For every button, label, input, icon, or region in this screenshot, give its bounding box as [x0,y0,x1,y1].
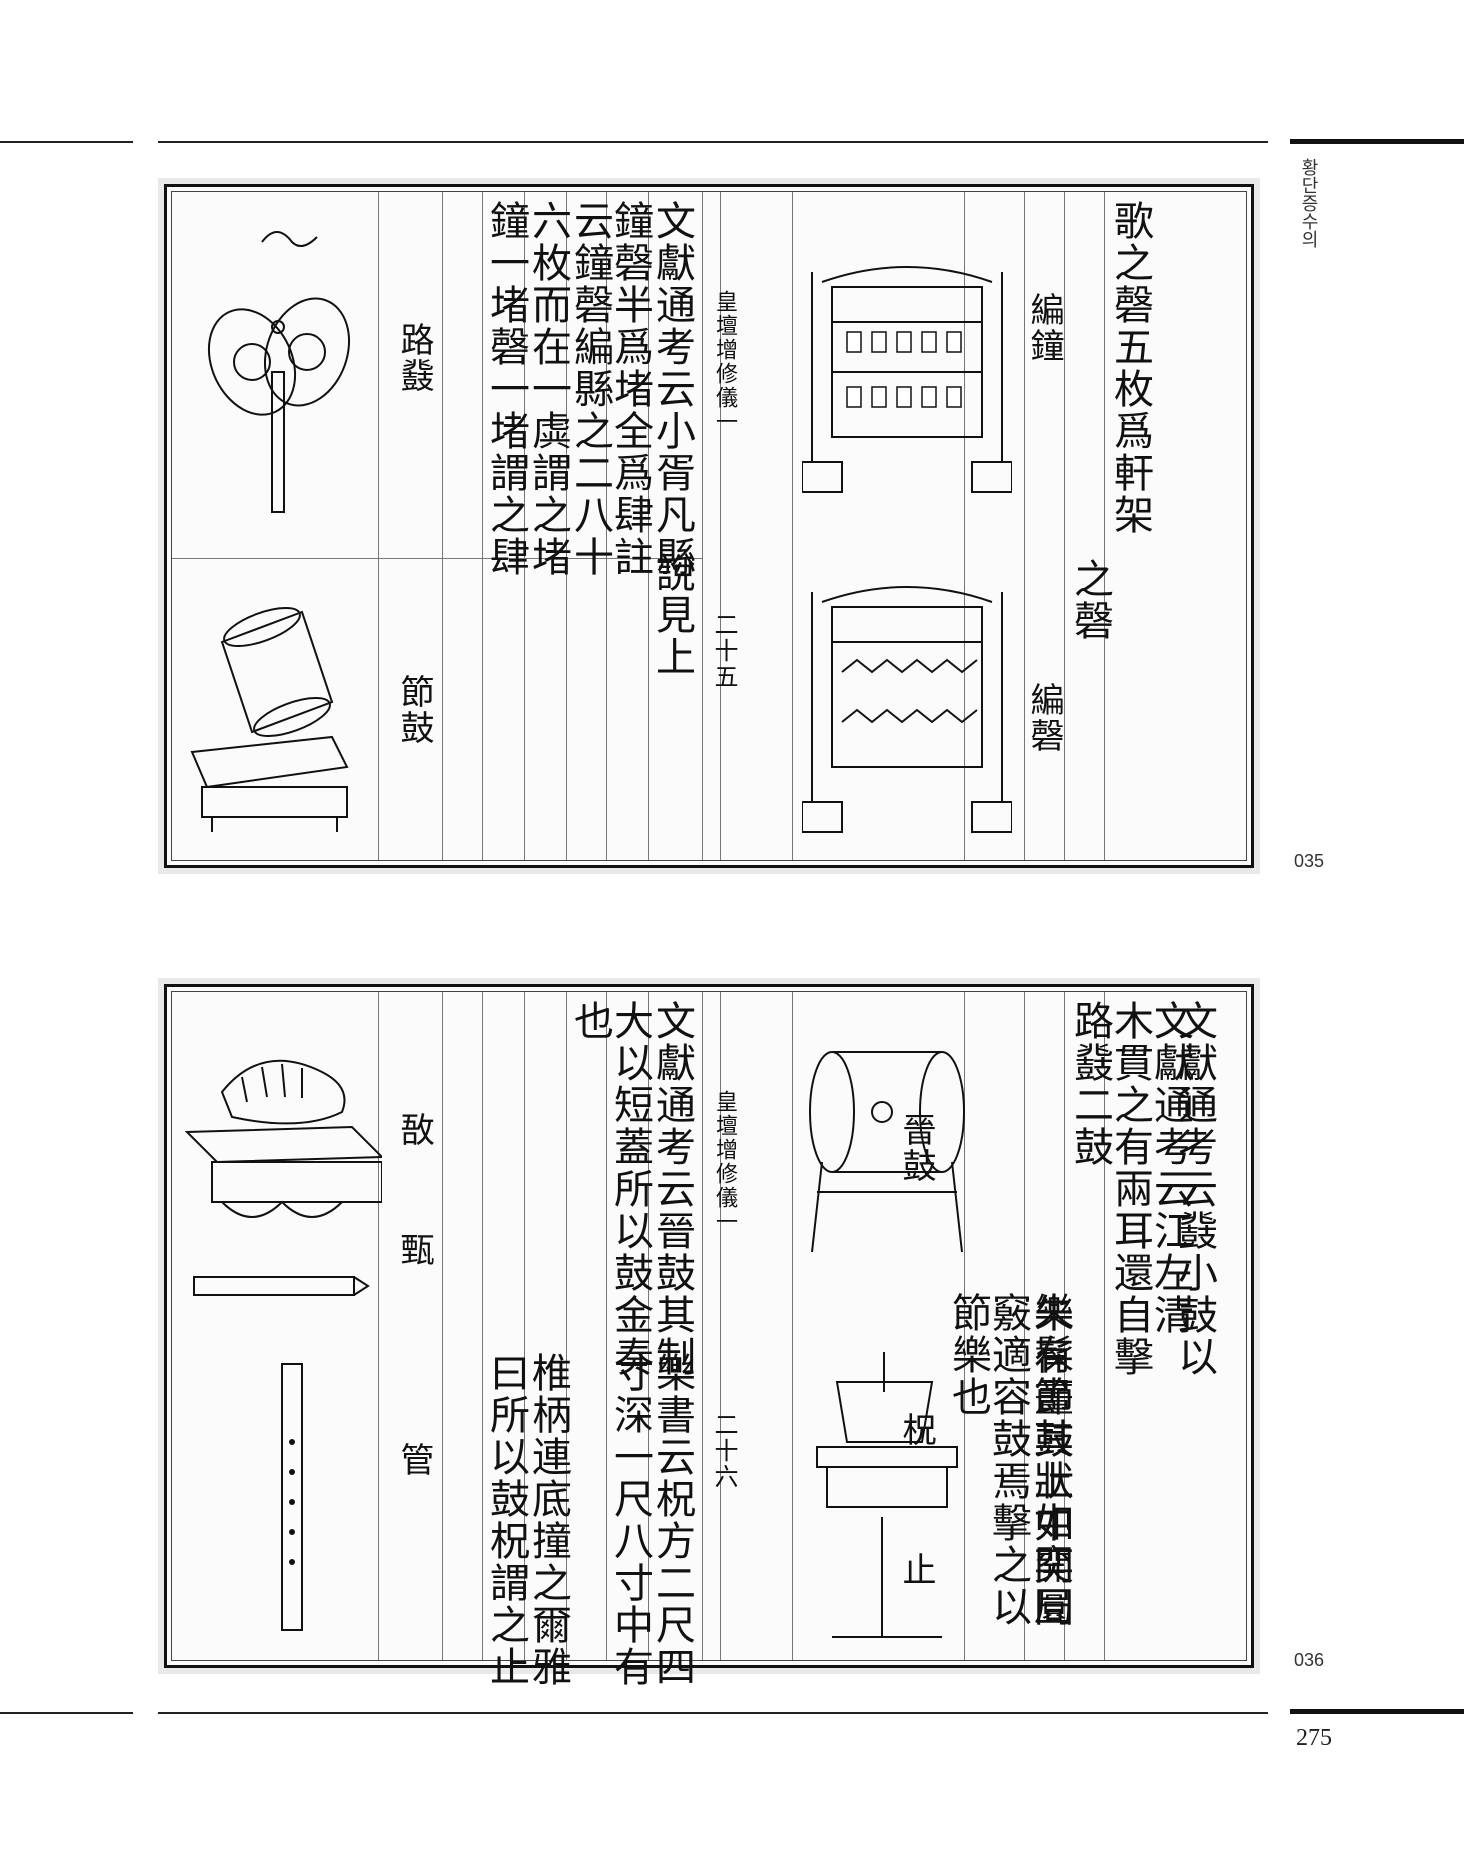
bottom-right-text-2: 樂有節鼓狀如奕局 [1027,1292,1073,1628]
figure-number-top: 035 [1294,851,1325,871]
column-line [964,192,965,860]
column-line [1024,992,1025,1660]
column-line [442,992,443,1660]
bottom-right-text-6: 節樂也 [945,1292,991,1418]
top-right-text-2: 之磬 [1067,558,1113,642]
column-line [524,992,525,1660]
plate-top-inner-border: 歌之磬五枚爲軒架 之磬 編鐘 編磬 皇壇增修儀一 二十五 文獻通考云小胥凡縣 說… [171,191,1247,861]
bottom-rule-side [1290,1709,1464,1714]
column-line [1064,992,1065,1660]
bottom-right-text-5: 竅適容鼓焉擊之以 [985,1292,1031,1628]
center-line [792,992,793,1660]
plate-top: 歌之磬五枚爲軒架 之磬 編鐘 編磬 皇壇增修儀一 二十五 文獻通考云小胥凡縣 說… [158,178,1260,874]
bottom-rule-main [158,1712,1268,1714]
label-zhen: 甄 [394,1232,434,1268]
bottom-left-text-4: 寸深一尺八寸中有 [607,1352,653,1688]
column-line [606,992,607,1660]
top-left-text-1: 文獻通考云小胥凡縣 [649,200,695,578]
column-line [482,992,483,1660]
figure-number-bottom: 036 [1294,1650,1325,1670]
bottom-right-text-0: 文獻通考云鼗小鼓以 [1171,1000,1217,1378]
center-line [702,992,703,1660]
plate-top-frame: 歌之磬五枚爲軒架 之磬 編鐘 編磬 皇壇增修儀一 二十五 文獻通考云小胥凡縣 說… [164,184,1254,868]
column-line [1104,192,1105,860]
bottom-left-text-5: 也 [567,1000,613,1042]
label-zhi: 止 [896,1552,936,1588]
top-rule-side [1290,139,1464,144]
column-line [1064,192,1065,860]
page-number: 275 [1296,1725,1332,1751]
bottom-left-text-7: 曰所以鼓柷謂之止 [483,1352,529,1688]
bottom-left-text-2: 樂書云柷方二尺四 [649,1352,695,1688]
label-jiegu: 節鼓 [394,674,434,746]
plate-bottom: 文獻通考云江左清 樂有節鼓狀如奕局 路鼗二鼓 朱髹畫其上中開圓 竅適容鼓焉擊之以… [158,978,1260,1688]
bottom-left-text-1: 文獻通考云晉鼓其制 [649,1000,695,1378]
column-line [566,192,567,860]
top-left-text-5: 鐘一堵磬一堵謂之肆 [483,200,529,578]
top-left-note: 說見上 [649,552,695,678]
column-line [566,992,567,1660]
center-line [720,992,721,1660]
yu-tiger-illustration [184,1059,382,1218]
center-line [702,192,703,860]
column-line [1104,992,1105,1660]
jiegu-drum-illustration [190,607,349,832]
center-page-top: 二十五 [710,612,738,690]
top-rule-main [158,141,1268,143]
bottom-right-text-1: 文獻通考云江左清 [1147,1000,1193,1336]
lugu-drum-illustration [207,231,351,513]
plate-bottom-inner-border: 文獻通考云江左清 樂有節鼓狀如奕局 路鼗二鼓 朱髹畫其上中開圓 竅適容鼓焉擊之以… [171,991,1247,1688]
center-title-bottom: 皇壇增修儀一 [712,1090,737,1234]
top-left-text-3: 云鐘磬編縣之二八十 [567,200,613,578]
book-title: 황단증수의 [1296,158,1319,248]
center-line [792,192,793,860]
top-rule-left [0,141,133,143]
center-line [720,192,721,860]
column-line [606,192,607,860]
column-line [378,992,379,1660]
book-title-text: 황단증수의 [1298,158,1319,248]
label-yu: 敔 [394,1112,434,1148]
column-line [1024,192,1025,860]
label-guan: 管 [394,1442,434,1478]
label-bianzhong: 編鐘 [1024,292,1064,364]
column-line [964,992,965,1660]
bianqing-chimes-illustration [802,586,1012,833]
bottom-right-text-00: 木貫之有兩耳還自擊 [1107,1000,1153,1378]
bottom-rule-left [0,1712,133,1714]
bottom-left-text-6: 椎柄連底撞之爾雅 [525,1352,571,1688]
jingu-drum-illustration [809,1051,965,1253]
center-title-top: 皇壇增修儀一 [712,290,737,434]
center-page-bottom: 二十六 [710,1412,738,1490]
bottom-right-text-3: 路鼗二鼓 [1067,1000,1113,1168]
label-lugu: 路鼗 [394,322,434,394]
bottom-left-text-3: 大以短蓋所以鼓金奏 [607,1000,653,1378]
top-left-text-4: 六枚而在一虡謂之堵 [525,200,571,578]
column-line [442,192,443,860]
zhu-box-illustration [816,1352,958,1638]
column-line [378,192,379,860]
guan-flute-illustration [281,1363,303,1631]
column-line [524,192,525,860]
bottom-right-text-4: 朱髹畫其上中開圓 [1027,1292,1073,1628]
bianzhong-bells-illustration [802,266,1012,493]
column-line [648,992,649,1660]
top-left-text-2: 鐘磬半爲堵全爲肆註 [607,200,653,578]
row-line [172,558,702,559]
top-right-text-1: 歌之磬五枚爲軒架 [1107,200,1153,536]
plate-bottom-frame: 文獻通考云江左清 樂有節鼓狀如奕局 路鼗二鼓 朱髹畫其上中開圓 竅適容鼓焉擊之以… [164,984,1254,1688]
label-bianqing: 編磬 [1024,682,1064,754]
column-line [648,192,649,860]
zhen-stick-illustration [193,1276,370,1296]
column-line [482,192,483,860]
